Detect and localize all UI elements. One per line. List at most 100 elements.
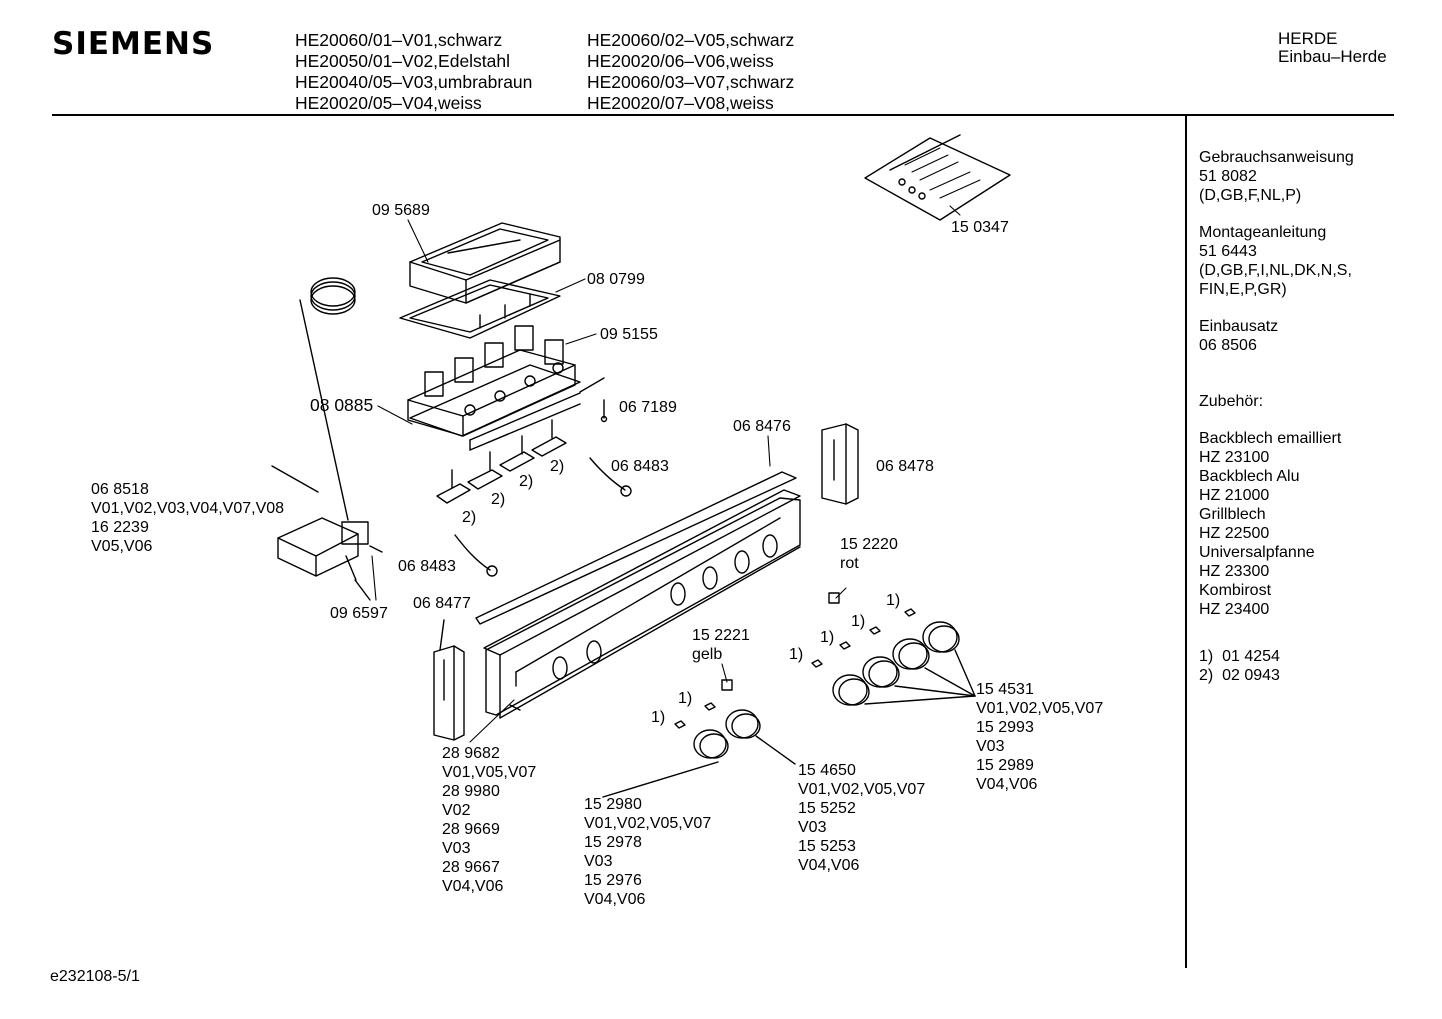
label-line: V01,V05,V07 xyxy=(442,764,537,781)
label-line: V04,V06 xyxy=(976,776,1038,793)
footnote-marker: 1) xyxy=(851,613,866,630)
label-line: 15 2978 xyxy=(584,834,642,851)
sidebar-line: (D,GB,F,NL,P) xyxy=(1199,187,1302,204)
label-line: V03 xyxy=(442,840,471,857)
footnote-marker: 1) xyxy=(789,646,804,663)
part-label-150347: 15 0347 xyxy=(951,219,1009,236)
bracket-left-drawing xyxy=(433,619,465,741)
sidebar-line: HZ 23400 xyxy=(1199,601,1270,618)
label-line: V04,V06 xyxy=(584,891,646,908)
cable-drawing xyxy=(454,457,632,577)
label-line: V04,V06 xyxy=(798,857,860,874)
accessory-sidebar: Gebrauchsanweisung 51 8082 (D,GB,F,NL,P)… xyxy=(1199,148,1354,703)
sidebar-group-manual: Gebrauchsanweisung 51 8082 (D,GB,F,NL,P) xyxy=(1199,148,1354,205)
label-line: V05,V06 xyxy=(91,538,153,555)
part-label-thermostat: 06 8518 V01,V02,V03,V04,V07,V08 16 2239 … xyxy=(91,480,284,556)
label-line: 15 2993 xyxy=(976,719,1034,736)
label-line: 16 2239 xyxy=(91,519,149,536)
sidebar-line: 1) 01 4254 xyxy=(1199,648,1280,665)
part-label-068476: 06 8476 xyxy=(733,418,791,435)
footnote-marker: 2) xyxy=(550,458,565,475)
knob-pair-drawing xyxy=(602,709,796,798)
part-label-095155: 09 5155 xyxy=(600,326,658,343)
sidebar-line: 2) 02 0943 xyxy=(1199,667,1280,684)
part-label-080799: 08 0799 xyxy=(587,271,645,288)
sidebar-line: Kombirost xyxy=(1199,582,1272,599)
label-line: 15 2980 xyxy=(584,796,642,813)
footnote-marker: 1) xyxy=(678,690,693,707)
label-line: rot xyxy=(840,555,859,572)
part-label-080885: 08 0885 xyxy=(310,395,374,415)
label-line: 15 2989 xyxy=(976,757,1034,774)
sidebar-divider xyxy=(1185,116,1187,968)
header-divider xyxy=(52,114,1394,116)
sidebar-line: 51 8082 xyxy=(1199,168,1257,185)
label-line: V03 xyxy=(976,738,1005,755)
sidebar-line: Universalpfanne xyxy=(1199,544,1315,561)
part-label-095689: 09 5689 xyxy=(372,202,430,219)
part-label-067189: 06 7189 xyxy=(619,399,677,416)
sidebar-group-accessories: Backblech emailliert HZ 23100 Backblech … xyxy=(1199,429,1354,619)
screw-drawing xyxy=(579,377,608,423)
screw-bag-drawing xyxy=(864,134,1011,221)
label-line: 15 4531 xyxy=(976,681,1034,698)
part-label-096597: 09 6597 xyxy=(330,605,388,622)
label-line: V01,V02,V05,V07 xyxy=(798,781,926,798)
part-label-068483: 06 8483 xyxy=(398,558,456,575)
switch-row-drawing xyxy=(436,403,581,504)
sidebar-line: Backblech emailliert xyxy=(1199,430,1342,447)
model-item: HE20020/06–V06,weiss xyxy=(587,51,774,71)
part-label-068483: 06 8483 xyxy=(611,458,669,475)
part-label-knob-c: 15 4531 V01,V02,V05,V07 15 2993 V03 15 2… xyxy=(976,680,1103,794)
label-line: 28 9682 xyxy=(442,745,500,762)
label-line: 15 5253 xyxy=(798,838,856,855)
footnote-marker: 1) xyxy=(651,709,666,726)
footnote-marker: 2) xyxy=(519,473,534,490)
footnote-marker: 1) xyxy=(820,629,835,646)
category-line: HERDE xyxy=(1278,29,1338,48)
sidebar-line: FIN,E,P,GR) xyxy=(1199,281,1287,298)
sidebar-line: Zubehör: xyxy=(1199,393,1264,410)
sidebar-line: HZ 23100 xyxy=(1199,449,1270,466)
sidebar-line xyxy=(1199,373,1354,392)
sidebar-line: Grillblech xyxy=(1199,506,1266,523)
sidebar-line: HZ 22500 xyxy=(1199,525,1270,542)
part-label-068478: 06 8478 xyxy=(876,458,934,475)
sidebar-line: 51 6443 xyxy=(1199,243,1257,260)
switch-block-drawing xyxy=(407,325,576,437)
sidebar-group-accessories-heading: Zubehör: xyxy=(1199,373,1354,411)
document-code: e232108-5/1 xyxy=(50,968,140,985)
sidebar-group-footnotes: 1) 01 4254 2) 02 0943 xyxy=(1199,647,1354,685)
model-item: HE20040/05–V03,umbrabraun xyxy=(295,72,533,92)
gasket-frame-drawing xyxy=(399,279,561,339)
model-item: HE20020/05–V04,weiss xyxy=(295,93,482,113)
sidebar-line: Einbausatz xyxy=(1199,318,1279,335)
label-line: V01,V02,V05,V07 xyxy=(976,700,1104,717)
model-item: HE20060/01–V01,schwarz xyxy=(295,30,503,50)
label-line: 15 5252 xyxy=(798,800,856,817)
label-line: 28 9667 xyxy=(442,859,500,876)
insulation-plate-drawing xyxy=(409,364,581,441)
label-line: V02 xyxy=(442,802,471,819)
part-label-front-panel: 28 9682 V01,V05,V07 28 9980 V02 28 9669 … xyxy=(442,744,536,896)
leader-lines xyxy=(371,205,961,743)
sidebar-group-installation: Montageanleitung 51 6443 (D,GB,F,I,NL,DK… xyxy=(1199,223,1354,299)
label-line: 06 8518 xyxy=(91,481,149,498)
bracket-right-drawing xyxy=(821,423,859,505)
sidebar-line: Backblech Alu xyxy=(1199,468,1300,485)
footnote-marker: 2) xyxy=(462,509,477,526)
category-line: Einbau–Herde xyxy=(1278,47,1387,66)
footnote-marker: 1) xyxy=(886,592,901,609)
part-label-152221: 15 2221 gelb xyxy=(692,626,750,664)
model-item: HE20050/01–V02,Edelstahl xyxy=(295,51,511,71)
label-line: 15 2220 xyxy=(840,536,898,553)
thermostat-drawing xyxy=(271,277,383,601)
sidebar-group-kit: Einbausatz 06 8506 xyxy=(1199,317,1354,355)
model-item: HE20020/07–V08,weiss xyxy=(587,93,774,113)
label-line: 15 2976 xyxy=(584,872,642,889)
model-item: HE20060/03–V07,schwarz xyxy=(587,72,795,92)
model-item: HE20060/02–V05,schwarz xyxy=(587,30,795,50)
part-label-152220: 15 2220 rot xyxy=(840,535,898,573)
model-list-right: HE20060/02–V05,schwarz HE20020/06–V06,we… xyxy=(587,30,794,114)
label-line: V01,V02,V03,V04,V07,V08 xyxy=(91,500,285,517)
